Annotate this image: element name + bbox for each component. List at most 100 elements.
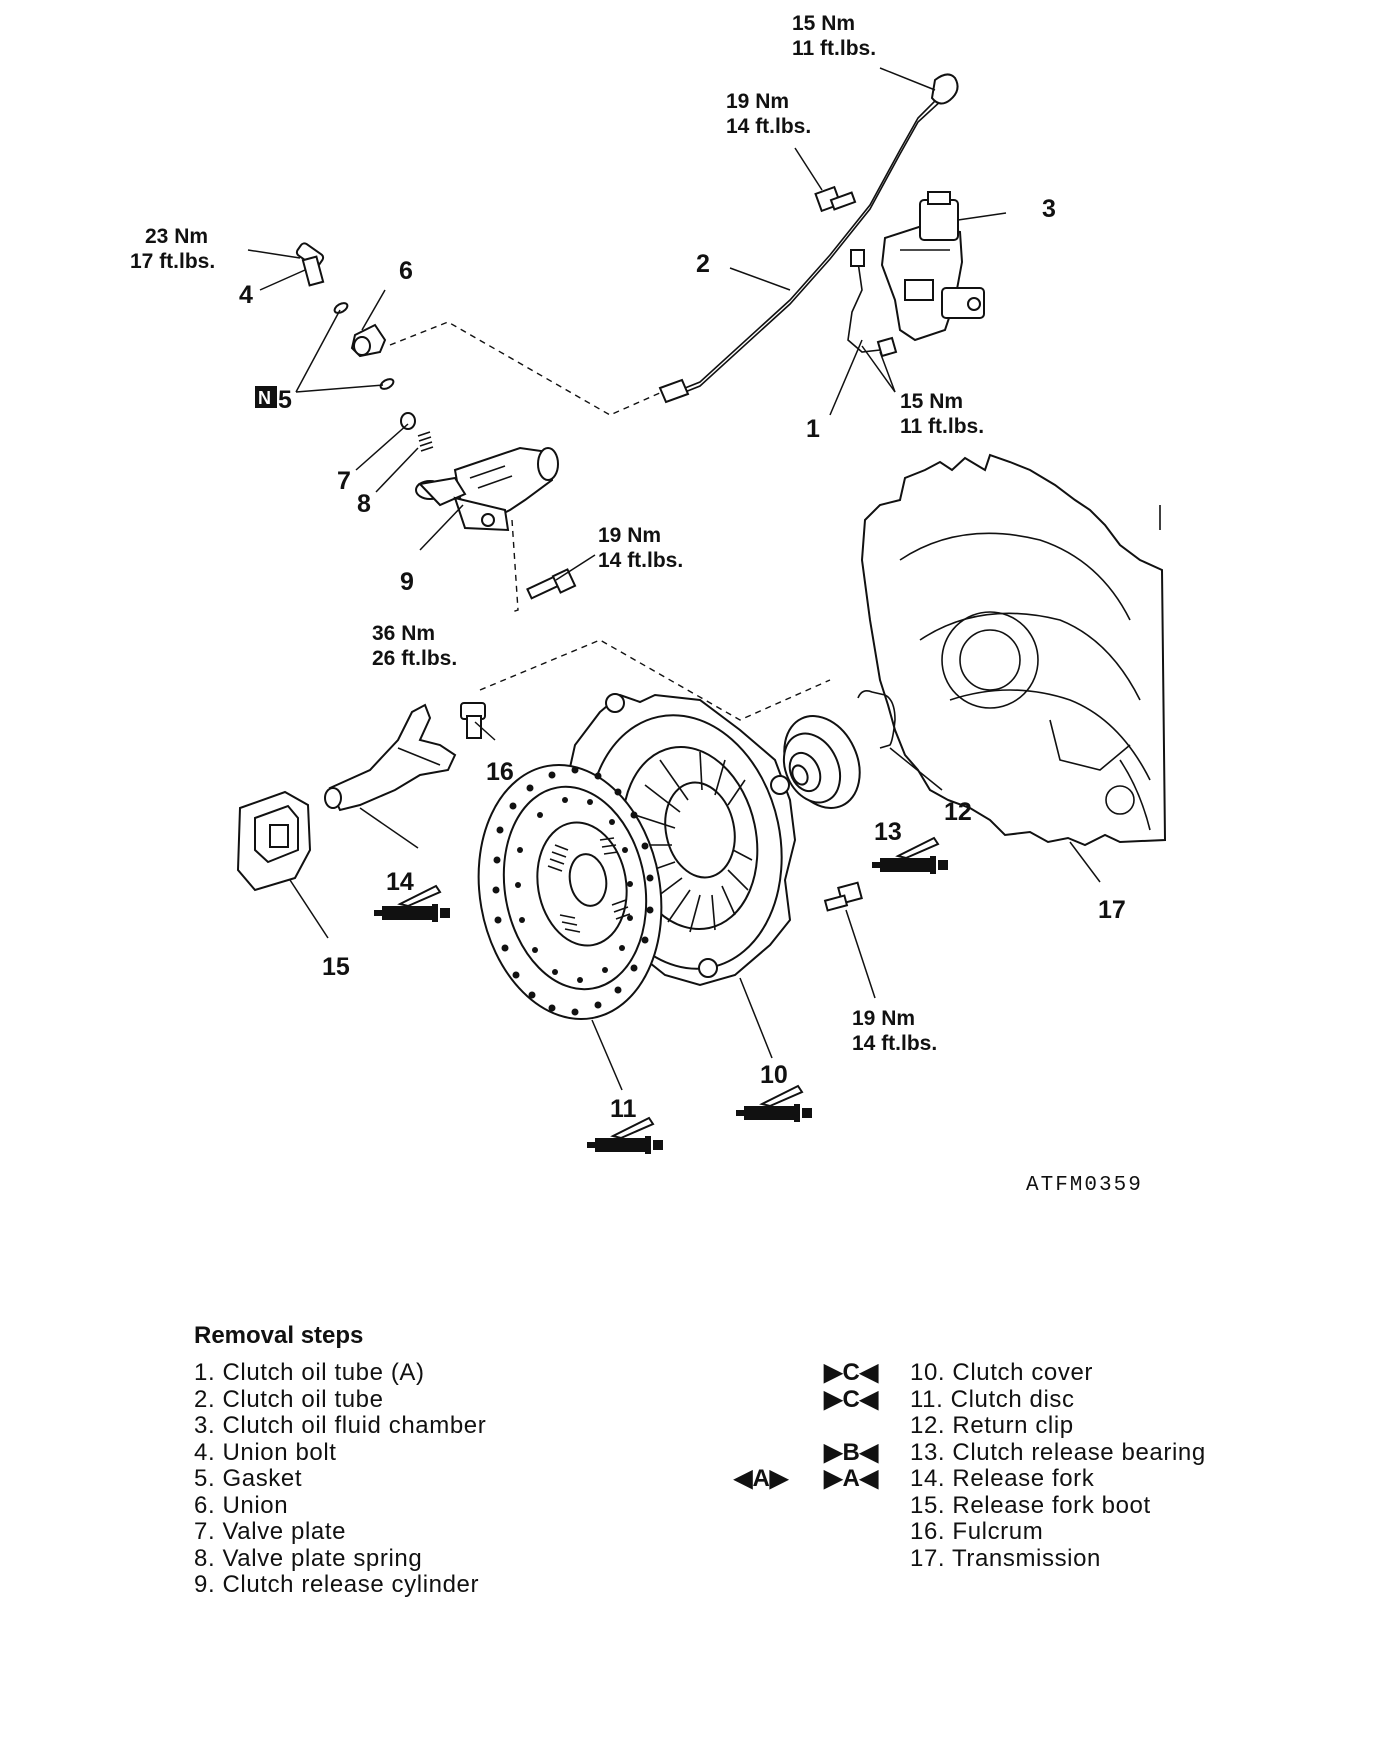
part-number-6: 6 bbox=[399, 257, 413, 285]
torque-callout-tube-a: 15 Nm 11 ft.lbs. bbox=[900, 390, 984, 438]
service-mark: ◀A▶ bbox=[734, 1465, 789, 1492]
step-item: 4. Union bolt bbox=[194, 1438, 337, 1466]
grease-symbol-11 bbox=[586, 1117, 664, 1155]
service-mark bbox=[734, 1493, 788, 1520]
part-number-17: 17 bbox=[1098, 896, 1126, 924]
svg-text:19 Nm: 19 Nm bbox=[726, 90, 789, 113]
part-number-1: 1 bbox=[806, 415, 820, 443]
tube-flare-nut-bottom bbox=[658, 378, 690, 404]
union-bolt bbox=[295, 242, 325, 287]
step-item: 6. Union bbox=[194, 1491, 289, 1519]
service-mark: ▶C◀ bbox=[824, 1359, 879, 1386]
part-number-13: 13 bbox=[874, 818, 902, 846]
removal-steps-right-column: 10. Clutch cover 11. Clutch disc 12. Ret… bbox=[910, 1359, 1206, 1572]
clutch-oil-tube-a bbox=[847, 261, 881, 353]
step-item: 7. Valve plate bbox=[194, 1518, 347, 1545]
step-item: 8. Valve plate spring bbox=[194, 1544, 423, 1572]
part-number-14: 14 bbox=[386, 868, 414, 896]
part-number-3: 3 bbox=[1042, 195, 1056, 223]
clutch-oil-fluid-chamber bbox=[880, 191, 985, 342]
step-item: 1. Clutch oil tube (A) bbox=[194, 1359, 425, 1386]
service-mark: ▶B◀ bbox=[824, 1438, 879, 1466]
torque-callout-fulcrum: 36 Nm 26 ft.lbs. bbox=[372, 622, 457, 670]
release-cylinder-bolt bbox=[526, 568, 577, 600]
part-number-12: 12 bbox=[944, 798, 972, 826]
service-mark bbox=[824, 1546, 878, 1573]
union-bolt-upper bbox=[814, 185, 857, 213]
clutch-cover-bolt bbox=[823, 881, 863, 912]
part-number-9: 9 bbox=[400, 568, 414, 596]
service-mark bbox=[734, 1413, 788, 1440]
svg-text:11 ft.lbs.: 11 ft.lbs. bbox=[900, 415, 984, 438]
part-number-7: 7 bbox=[337, 467, 351, 495]
service-mark bbox=[734, 1440, 788, 1467]
tube-flare-nut-top bbox=[930, 73, 959, 105]
clutch-exploded-diagram: 15 Nm 11 ft.lbs. 19 Nm 14 ft.lbs. 23 Nm … bbox=[130, 12, 1167, 1197]
clutch-disc bbox=[477, 763, 663, 1021]
step-item: 11. Clutch disc bbox=[910, 1385, 1075, 1413]
torque-callout-top: 15 Nm 11 ft.lbs. bbox=[792, 12, 876, 60]
svg-text:26 ft.lbs.: 26 ft.lbs. bbox=[372, 647, 457, 670]
service-mark: ▶C◀ bbox=[824, 1385, 879, 1413]
svg-text:N: N bbox=[258, 388, 271, 408]
svg-text:36 Nm: 36 Nm bbox=[372, 622, 435, 645]
service-mark bbox=[824, 1413, 878, 1440]
part-number-11: 11 bbox=[610, 1095, 637, 1123]
step-item: 12. Return clip bbox=[910, 1412, 1074, 1439]
figure-code: ATFM0359 bbox=[1026, 1174, 1143, 1197]
step-item: 9. Clutch release cylinder bbox=[194, 1571, 480, 1598]
svg-text:11 ft.lbs.: 11 ft.lbs. bbox=[792, 37, 876, 60]
torque-callout-cover-bolt: 19 Nm 14 ft.lbs. bbox=[852, 1007, 937, 1055]
step-item: 2. Clutch oil tube bbox=[194, 1385, 384, 1413]
valve-plate bbox=[400, 412, 416, 430]
valve-plate-spring bbox=[417, 431, 434, 452]
service-mark bbox=[824, 1493, 878, 1520]
svg-text:19 Nm: 19 Nm bbox=[598, 524, 661, 547]
removal-steps-left-column: 1. Clutch oil tube (A) 2. Clutch oil tub… bbox=[194, 1359, 487, 1599]
installation-service-marks: ▶C◀ ▶C◀ ▶B◀ ▶A◀ bbox=[824, 1359, 879, 1573]
removal-steps-title: Removal steps bbox=[194, 1322, 364, 1349]
svg-text:14 ft.lbs.: 14 ft.lbs. bbox=[852, 1032, 937, 1055]
svg-text:19 Nm: 19 Nm bbox=[852, 1007, 915, 1030]
service-mark bbox=[734, 1546, 788, 1573]
part-number-10: 10 bbox=[760, 1061, 788, 1089]
release-fork bbox=[324, 703, 457, 812]
step-item: 16. Fulcrum bbox=[910, 1518, 1044, 1545]
part-number-4: 4 bbox=[239, 281, 253, 309]
grease-symbol-10 bbox=[735, 1085, 813, 1123]
step-item: 3. Clutch oil fluid chamber bbox=[194, 1412, 487, 1439]
torque-callout-tube-bolt: 19 Nm 14 ft.lbs. bbox=[726, 90, 811, 138]
part-number-8: 8 bbox=[357, 490, 371, 518]
clutch-release-bearing bbox=[782, 715, 861, 809]
release-fork-boot bbox=[236, 790, 312, 892]
step-item: 10. Clutch cover bbox=[910, 1359, 1094, 1386]
svg-text:15 Nm: 15 Nm bbox=[900, 390, 963, 413]
torque-callout-cylinder-bolt: 19 Nm 14 ft.lbs. bbox=[598, 524, 683, 572]
gasket-upper bbox=[333, 302, 349, 314]
clutch-oil-tube bbox=[674, 81, 951, 393]
step-item: 14. Release fork bbox=[910, 1465, 1095, 1492]
service-mark bbox=[824, 1519, 878, 1546]
step-item: 15. Release fork boot bbox=[910, 1491, 1151, 1519]
gasket-lower bbox=[379, 378, 395, 390]
service-mark bbox=[734, 1387, 788, 1414]
clutch-release-cylinder bbox=[415, 446, 559, 532]
svg-text:14 ft.lbs.: 14 ft.lbs. bbox=[598, 549, 683, 572]
service-mark bbox=[734, 1519, 788, 1546]
svg-text:5: 5 bbox=[278, 386, 292, 414]
part-number-16: 16 bbox=[486, 758, 514, 786]
part-number-2: 2 bbox=[696, 250, 710, 278]
svg-text:23 Nm: 23 Nm bbox=[145, 225, 208, 248]
service-mark: ▶A◀ bbox=[824, 1465, 879, 1492]
removal-service-marks: ◀A▶ bbox=[734, 1360, 788, 1572]
fulcrum bbox=[460, 702, 486, 739]
service-mark bbox=[734, 1360, 788, 1387]
svg-text:14 ft.lbs.: 14 ft.lbs. bbox=[726, 115, 811, 138]
step-item: 17. Transmission bbox=[910, 1544, 1102, 1572]
transmission bbox=[860, 453, 1167, 847]
part-number-15: 15 bbox=[322, 953, 350, 981]
svg-text:17 ft.lbs.: 17 ft.lbs. bbox=[130, 250, 215, 273]
step-item: 5. Gasket bbox=[194, 1465, 303, 1492]
part-number-5: N 5 bbox=[255, 386, 292, 414]
svg-text:15 Nm: 15 Nm bbox=[792, 12, 855, 35]
